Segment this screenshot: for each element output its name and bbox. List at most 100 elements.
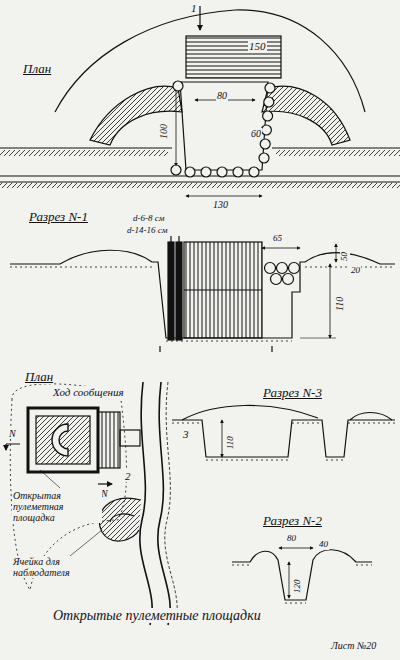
dimension: 110 — [334, 296, 345, 312]
fascine-log — [173, 81, 183, 91]
dimension-line — [279, 548, 313, 549]
fascine-log — [217, 167, 227, 177]
platform-ramp — [98, 412, 120, 468]
fascine-log — [261, 125, 271, 135]
section-title: Разрез N-3 — [262, 386, 323, 400]
observer-cell — [99, 498, 141, 541]
log — [277, 263, 288, 274]
caption: Открытые пулеметные площадки — [52, 608, 262, 623]
parapet-slope — [262, 86, 350, 145]
trench-hatch — [0, 183, 400, 188]
dimension: 80 — [216, 90, 228, 101]
material-note: d-6-8 см — [132, 214, 165, 224]
fascine-log — [265, 83, 275, 93]
ground-profile — [232, 550, 372, 600]
section-3 — [172, 405, 395, 460]
fascine-logs — [171, 81, 275, 177]
dimension: 20 — [350, 266, 361, 276]
material-note: d-14-16 см — [126, 226, 168, 236]
trench-hatch — [276, 150, 400, 156]
platform-frame — [28, 408, 98, 472]
observer-cell-edge — [110, 514, 134, 522]
section-1 — [10, 236, 395, 352]
dimension: 120 — [293, 579, 303, 595]
dimension: 60 — [250, 128, 262, 139]
view-title: План — [24, 370, 54, 384]
post — [168, 242, 174, 340]
dimension: 130 — [212, 199, 229, 210]
dimension-line — [186, 196, 262, 197]
dimension-line — [176, 86, 177, 166]
section-title: Разрез N-1 — [28, 210, 89, 224]
top-plan — [0, 6, 400, 196]
fascine-log — [171, 165, 181, 175]
extension-line — [300, 338, 336, 339]
communication-trench — [140, 382, 152, 625]
log — [271, 274, 282, 285]
cut-arrow — [199, 6, 200, 30]
dimension: 50 — [340, 251, 350, 262]
cut-mark-label: 2 — [124, 470, 132, 482]
post — [176, 242, 182, 340]
connecting-passage — [120, 430, 140, 446]
view-title: План — [22, 62, 52, 76]
leader-line — [70, 530, 102, 556]
dimension: 80 — [286, 534, 297, 544]
cut-mark — [6, 444, 20, 450]
fascine-log — [259, 153, 269, 163]
mound — [350, 413, 392, 421]
dimension-line — [222, 420, 223, 457]
cut-mark-label: 1 — [190, 2, 198, 14]
cut-mark-label: N — [8, 428, 17, 439]
gun-mount-arc — [52, 424, 68, 456]
fascine-log — [185, 167, 195, 177]
ground-texture — [232, 565, 372, 603]
parapet-slope — [90, 86, 182, 145]
dimension-line — [289, 562, 290, 598]
dimension-line — [330, 264, 331, 338]
revetment-tie — [184, 289, 262, 290]
section-title: Разрез N-2 — [262, 514, 323, 528]
cut-mark-label: 3 — [182, 428, 190, 440]
dimension: 100 — [158, 123, 169, 140]
soil-mound — [55, 10, 365, 112]
cut-mark — [160, 346, 272, 352]
wattle-revetment — [184, 242, 262, 338]
post-top — [171, 236, 179, 242]
sheet-number: Лист №20 — [330, 640, 377, 651]
section-2 — [232, 548, 372, 603]
leader-line — [40, 470, 60, 488]
trench-edge — [0, 147, 172, 148]
feature-label: Ход сообщения — [52, 386, 125, 398]
dimension: 40 — [318, 540, 329, 550]
fascine-log — [263, 111, 273, 121]
ground-profile — [172, 420, 395, 457]
cut-mark — [98, 483, 112, 484]
trench-edge — [272, 147, 400, 148]
fascine-log — [264, 97, 274, 107]
log — [283, 274, 294, 285]
fascine-log — [201, 167, 211, 177]
feature-label: Ячейка для наблюдателя — [12, 556, 94, 578]
fascine-log — [233, 167, 243, 177]
trench-hatch — [0, 150, 168, 156]
ground-texture — [172, 423, 395, 460]
trench-parapet — [165, 382, 177, 625]
trench-edge — [0, 181, 400, 182]
log — [265, 263, 276, 274]
dimension-line — [262, 248, 300, 249]
dimension: 150 — [248, 40, 267, 52]
mound — [182, 405, 318, 420]
pit-outline — [180, 82, 268, 170]
fascine-log — [249, 167, 259, 177]
dimension: 110 — [226, 435, 236, 450]
gun-platform — [186, 36, 281, 78]
platform-hatch — [36, 416, 90, 464]
dimension-line — [336, 244, 337, 262]
lower-plan — [6, 382, 177, 625]
feature-label: Открытая пулеметная площадка — [12, 490, 102, 523]
trench-edge — [0, 175, 400, 176]
communication-trench — [158, 382, 170, 625]
